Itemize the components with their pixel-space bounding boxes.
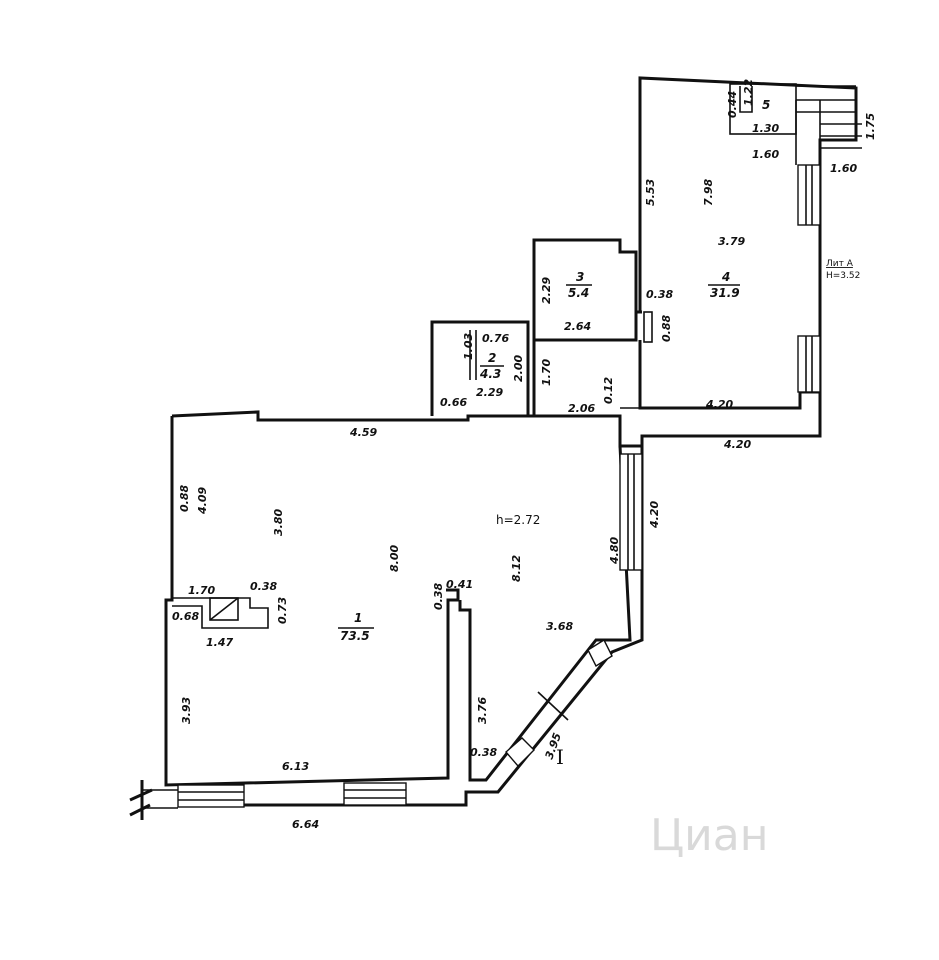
dim-1-60-b: 1.60 [830, 162, 857, 175]
dim-0-66: 0.66 [440, 396, 467, 409]
dim-2-06: 2.06 [568, 402, 595, 415]
dim-0-44: 0.44 [726, 91, 739, 118]
dim-0-88-a: 0.88 [660, 315, 673, 342]
dim-0-38-a: 0.38 [646, 288, 673, 301]
dim-0-38-d: 0.38 [470, 746, 497, 759]
dim-3-93: 3.93 [180, 697, 193, 724]
dim-1-22: 1.22 [742, 79, 755, 106]
room-1-walls [129, 390, 822, 820]
room-2-number: 2 [488, 351, 496, 365]
literal-height: Н=3.52 [826, 271, 860, 281]
dim-4-20-b: 4.20 [723, 438, 751, 451]
dim-1-70-b: 1.70 [188, 584, 215, 597]
dim-8-12: 8.12 [510, 555, 523, 582]
dim-2-29-a: 2.29 [540, 277, 553, 304]
room-5-number: 5 [762, 98, 770, 112]
window-room-4 [797, 164, 821, 393]
dim-2-64: 2.64 [564, 320, 591, 333]
room-1-number: 1 [354, 611, 362, 625]
window-bottom-left [177, 784, 245, 808]
duct-block [172, 597, 269, 629]
dim-0-38-c: 0.38 [432, 583, 445, 610]
dim-1-60-a: 1.60 [752, 148, 779, 161]
dim-4-20-a: 4.20 [705, 398, 733, 411]
window-bottom-right [343, 782, 407, 806]
dim-4-59: 4.59 [349, 426, 377, 439]
room-3-area: 5.4 [568, 286, 589, 300]
dim-0-41: 0.41 [446, 578, 473, 591]
room-4-number: 4 [721, 270, 730, 284]
room-4-area: 31.9 [710, 286, 740, 300]
watermark: Циан [650, 810, 769, 861]
dim-1-70-a: 1.70 [540, 359, 553, 386]
dim-0-73: 0.73 [276, 597, 289, 624]
room-3-number: 3 [576, 270, 584, 284]
section-line: I [537, 691, 569, 769]
room-3-walls [532, 238, 653, 416]
dim-4-09: 4.09 [196, 487, 209, 515]
section-mark-label: I [556, 745, 564, 769]
ceiling-height: h=2.72 [496, 513, 540, 527]
room-2-area: 4.3 [479, 367, 501, 381]
dim-0-76: 0.76 [482, 332, 509, 345]
dim-5-53: 5.53 [644, 179, 657, 206]
dim-0-68: 0.68 [172, 610, 199, 623]
dim-1-47: 1.47 [206, 636, 233, 649]
dim-0-88-b: 0.88 [178, 485, 191, 512]
dim-2-29-b: 2.29 [476, 386, 503, 399]
dim-1-30: 1.30 [752, 122, 779, 135]
room-2-walls [430, 320, 530, 416]
dim-3-80: 3.80 [272, 509, 285, 536]
window-right-wall [619, 453, 643, 571]
dim-0-12: 0.12 [602, 377, 615, 404]
room-1-area: 73.5 [340, 629, 370, 643]
dim-4-80: 4.80 [608, 537, 621, 565]
dim-2-00: 2.00 [512, 355, 525, 382]
dim-7-98: 7.98 [702, 179, 715, 206]
window-diagonal-upper [587, 638, 613, 668]
dim-4-20-c: 4.20 [648, 501, 661, 529]
dim-3-79: 3.79 [718, 235, 745, 248]
dim-1-03: 1.03 [462, 333, 475, 360]
window-diagonal-lower [505, 737, 535, 768]
dim-3-76: 3.76 [476, 697, 489, 724]
room-5-walls [729, 83, 862, 165]
dim-8-00: 8.00 [388, 545, 401, 572]
dim-6-64: 6.64 [292, 818, 319, 831]
dim-6-13: 6.13 [282, 760, 309, 773]
dim-0-38-b: 0.38 [250, 580, 277, 593]
dim-3-68: 3.68 [546, 620, 573, 633]
literal-name: Лит А [826, 259, 854, 269]
dim-1-75: 1.75 [864, 113, 877, 140]
